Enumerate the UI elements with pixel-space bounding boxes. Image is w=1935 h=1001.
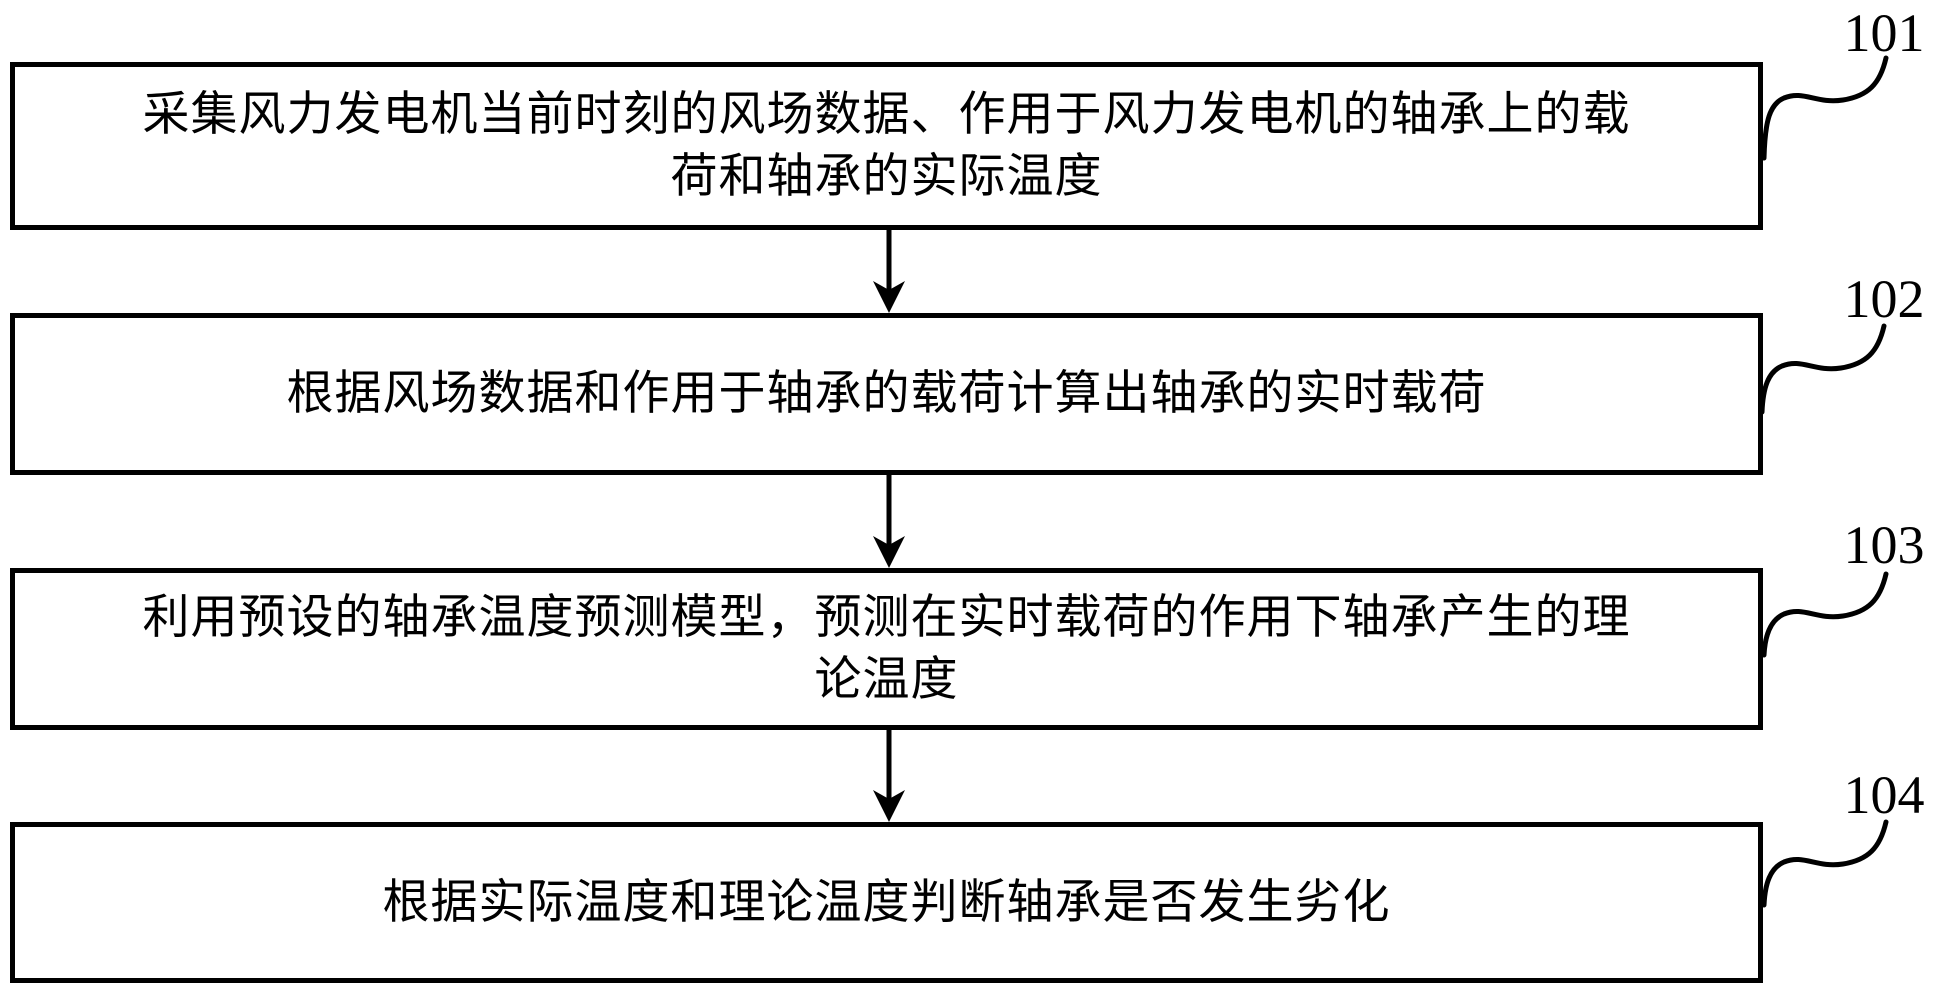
step-103-text-line-1: 利用预设的轴承温度预测模型，预测在实时载荷的作用下轴承产生的理	[142, 592, 1631, 644]
ref-label-104: 104	[1843, 765, 1925, 825]
flow-arrow-3	[873, 728, 905, 822]
ref-connector-101	[1761, 55, 1889, 161]
ref-label-101: 101	[1843, 3, 1925, 63]
step-104-text-line-1: 根据实际温度和理论温度判断轴承是否发生劣化	[382, 876, 1391, 929]
ref-label-103: 103	[1843, 515, 1925, 575]
step-box-101: 采集风力发电机当前时刻的风场数据、作用于风力发电机的轴承上的载 荷和轴承的实际温…	[10, 62, 1763, 230]
ref-connector-102	[1759, 323, 1887, 415]
step-box-103: 利用预设的轴承温度预测模型，预测在实时载荷的作用下轴承产生的理 论温度	[10, 568, 1763, 730]
step-box-102: 根据风场数据和作用于轴承的载荷计算出轴承的实时载荷	[10, 313, 1763, 475]
step-101-text-line-2: 荷和轴承的实际温度	[670, 151, 1103, 203]
step-101-text-line-1: 采集风力发电机当前时刻的风场数据、作用于风力发电机的轴承上的载	[142, 89, 1631, 141]
step-box-104: 根据实际温度和理论温度判断轴承是否发生劣化	[10, 822, 1763, 983]
flow-arrow-2	[873, 473, 905, 568]
step-102-text-line-1: 根据风场数据和作用于轴承的载荷计算出轴承的实时载荷	[286, 368, 1487, 420]
step-103-text-line-2: 论温度	[814, 654, 959, 706]
ref-connector-103	[1761, 571, 1889, 658]
ref-connector-104	[1761, 819, 1889, 908]
flow-arrow-1	[873, 228, 905, 313]
ref-label-102: 102	[1843, 269, 1925, 329]
